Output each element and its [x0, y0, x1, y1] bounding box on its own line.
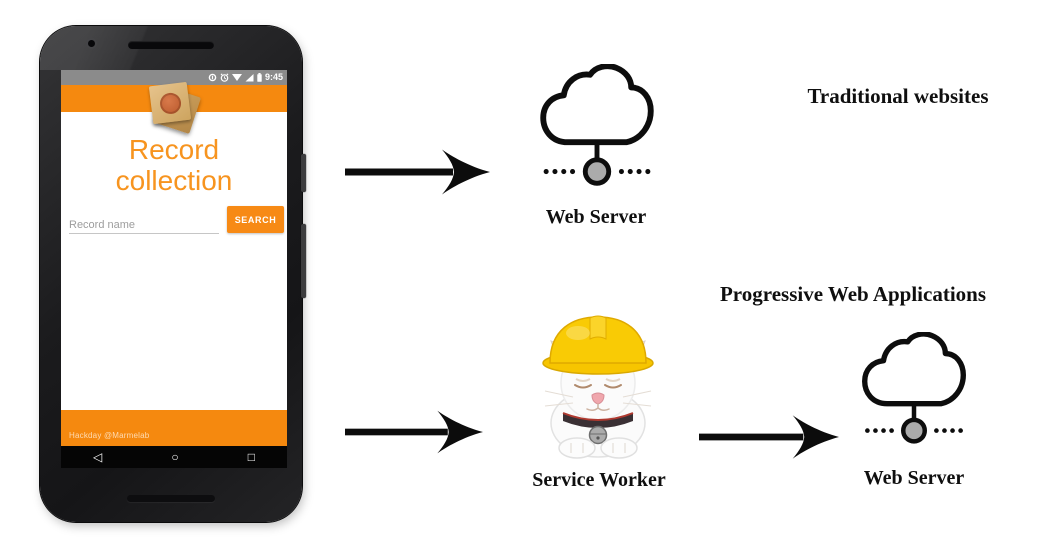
status-bar: 9:45: [61, 70, 287, 85]
search-row: SEARCH: [61, 206, 287, 234]
footer-credit: Hackday @Marmelab: [69, 431, 150, 440]
bottom-speaker-grille: [127, 495, 215, 502]
recents-icon[interactable]: □: [247, 450, 255, 464]
android-nav-bar: ◁ ○ □: [61, 446, 287, 468]
web-server-label-bottom: Web Server: [863, 467, 965, 489]
progressive-web-apps-heading: Progressive Web Applications: [719, 282, 987, 306]
service-worker-cat-image: [542, 315, 654, 459]
record-sleeves-icon: [146, 81, 202, 136]
app-title: Record collection: [115, 134, 233, 196]
service-worker-label: Service Worker: [532, 469, 666, 491]
signal-icon: [245, 73, 254, 82]
wifi-icon: [231, 73, 242, 82]
search-input[interactable]: [69, 217, 219, 234]
traditional-websites-heading: Traditional websites: [807, 84, 989, 108]
back-icon[interactable]: ◁: [93, 450, 103, 464]
volume-rocker: [301, 224, 306, 298]
home-icon[interactable]: ○: [171, 450, 179, 464]
power-button: [301, 154, 306, 192]
web-server-label-top: Web Server: [545, 206, 647, 228]
battery-icon: [257, 73, 262, 82]
arrow-service-worker-to-webserver: [699, 415, 839, 459]
web-server-icon-bottom: [862, 332, 966, 444]
phone-screen: 9:45 Record collection SEARCH: [61, 70, 287, 468]
status-time: 9:45: [264, 72, 283, 82]
arrow-phone-to-service-worker: [345, 410, 483, 454]
alarm-icon: [220, 73, 229, 82]
phone-mockup: 9:45 Record collection SEARCH: [40, 26, 306, 522]
front-camera: [88, 40, 95, 47]
record-sleeve-front: [148, 81, 192, 125]
vinyl-record-label: [158, 91, 182, 115]
arrow-phone-to-webserver: [345, 149, 490, 195]
app-footer-bar: Hackday @Marmelab: [61, 410, 287, 446]
search-button[interactable]: SEARCH: [227, 206, 284, 233]
ear-speaker: [128, 41, 214, 49]
app-main-content: Record collection SEARCH: [61, 112, 287, 410]
data-saver-icon: [208, 73, 217, 82]
web-server-icon-top: [540, 64, 654, 186]
